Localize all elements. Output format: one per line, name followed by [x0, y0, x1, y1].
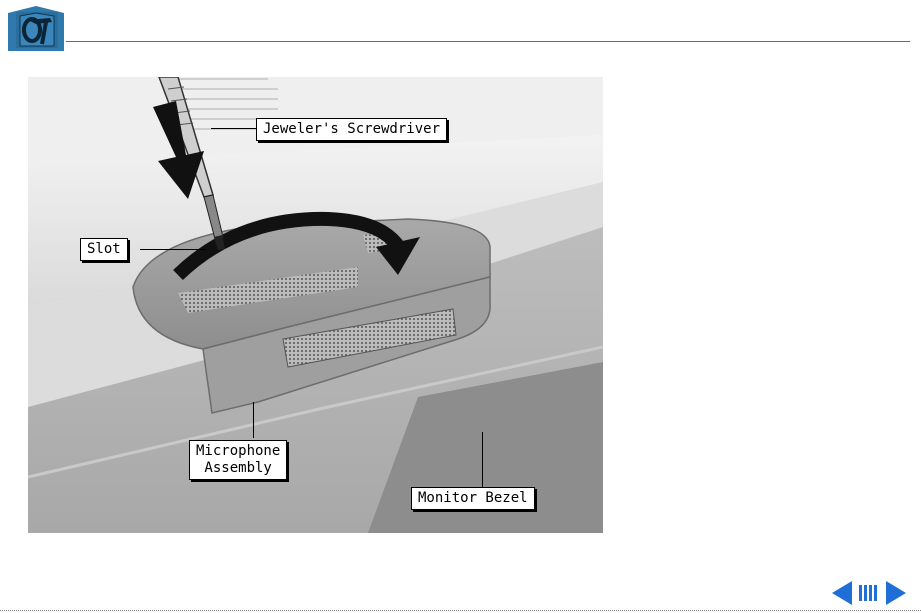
callout-microphone-text-line1: Microphone — [196, 443, 280, 460]
callout-bezel-text: Monitor Bezel — [418, 490, 528, 506]
apple-tool-logo-icon — [6, 4, 64, 51]
callout-screwdriver-text: Jeweler's Screwdriver — [263, 121, 440, 137]
callout-microphone-text-line2: Assembly — [196, 460, 280, 477]
arrow-left-icon[interactable] — [830, 579, 854, 607]
slot-leader — [140, 249, 206, 250]
index-bars-icon[interactable] — [856, 579, 880, 607]
callout-slot: Slot — [80, 238, 128, 261]
callout-slot-text: Slot — [87, 241, 121, 257]
microphone-removal-illustration — [28, 77, 603, 533]
callout-monitor-bezel: Monitor Bezel — [411, 487, 535, 510]
bezel-leader — [482, 432, 483, 487]
arrow-right-icon[interactable] — [884, 579, 908, 607]
callout-microphone-assembly: Microphone Assembly — [189, 440, 287, 480]
screwdriver-leader — [211, 128, 256, 129]
footer-dotted-rule — [0, 610, 921, 611]
microphone-leader — [253, 402, 254, 438]
header-rule — [66, 41, 910, 42]
callout-screwdriver: Jeweler's Screwdriver — [256, 118, 447, 141]
